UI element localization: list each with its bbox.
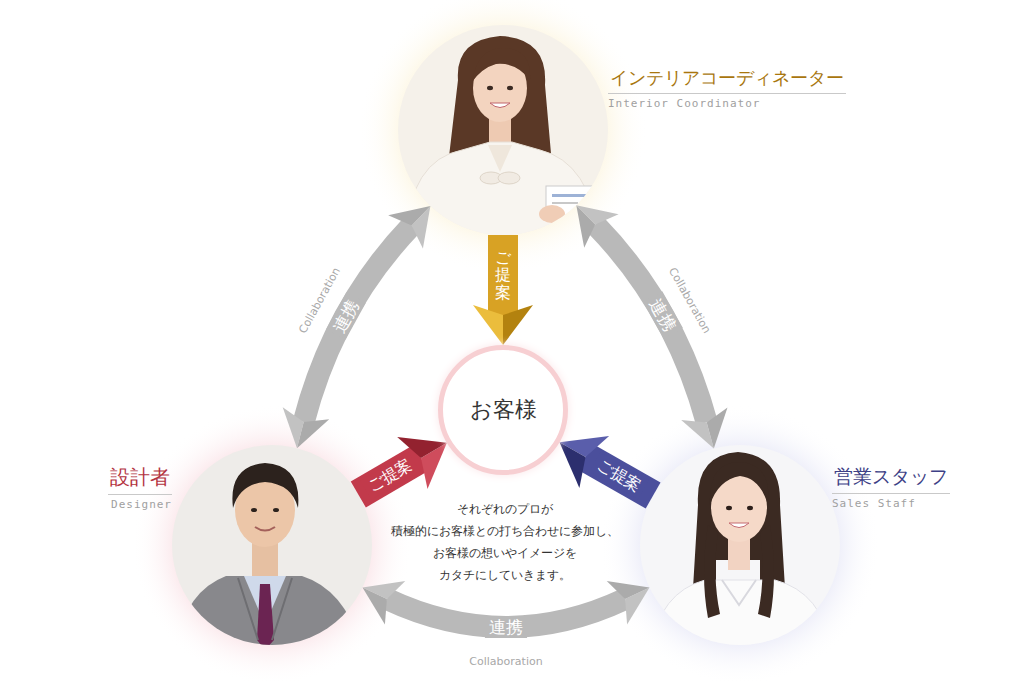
arrow-head	[473, 305, 503, 345]
shirt	[650, 580, 832, 650]
suit	[176, 576, 362, 650]
blouse	[405, 142, 600, 240]
collaboration-caption: Collaboration	[469, 655, 542, 668]
arrow-head	[560, 442, 586, 488]
arrow-head	[607, 581, 650, 599]
coordinator-circle: インテリアコーディネーターInterior Coordinator	[398, 25, 608, 235]
edge-label: 連携	[643, 291, 683, 338]
node-subheading: Sales Staff	[832, 497, 950, 510]
eye	[273, 508, 279, 512]
fringe	[710, 462, 769, 505]
hair	[232, 463, 298, 508]
node-subheading: Designer	[108, 498, 172, 511]
edge-label: 連携	[326, 292, 366, 339]
sales-circle: 営業スタッフSales Staff	[640, 445, 840, 645]
collar	[722, 580, 756, 605]
node-heading-group: インテリアコーディネーター Interior Coordinator	[608, 66, 846, 110]
edge-label: ご提案	[491, 246, 515, 305]
arrow-head	[503, 305, 533, 345]
connector	[576, 205, 727, 448]
node-heading-group: 設計者 Designer	[108, 464, 172, 511]
connector	[283, 206, 431, 448]
arrow-head	[297, 419, 329, 448]
connector	[473, 235, 533, 345]
bow	[498, 172, 520, 184]
description-text: それぞれのプロが 積極的にお客様との打ち合わせに参加し、 お客様の想いやイメージ…	[391, 498, 619, 586]
hair	[758, 525, 774, 618]
node-heading-group: 営業スタッフ Sales Staff	[832, 464, 950, 510]
node-subheading: Interior Coordinator	[608, 97, 846, 110]
card-line	[552, 202, 578, 204]
arrow-head	[363, 588, 387, 625]
collaboration-arrow	[595, 225, 707, 423]
edge-label: ご提案	[360, 453, 419, 500]
eye	[487, 86, 493, 90]
node-label: お客様	[470, 395, 537, 425]
eye	[747, 506, 753, 510]
tie	[257, 584, 274, 650]
node-heading: インテリアコーディネーター	[608, 66, 846, 94]
sales-photo	[640, 445, 840, 650]
collar	[488, 145, 512, 172]
designer-photo	[172, 445, 372, 650]
card-line	[552, 194, 586, 197]
smile	[255, 527, 275, 531]
arrow-head	[707, 408, 728, 449]
lapel	[238, 578, 292, 640]
smile	[729, 523, 749, 528]
glow	[132, 405, 412, 685]
eye	[251, 508, 257, 512]
fringe	[472, 48, 530, 82]
hand	[539, 205, 565, 223]
hair	[704, 525, 720, 618]
glow	[600, 405, 880, 685]
edge-label: ご提案	[590, 453, 650, 500]
eye	[726, 506, 732, 510]
customer-circle: お客様	[438, 345, 568, 475]
node-heading: 営業スタッフ	[832, 464, 950, 494]
arrow-head	[576, 205, 595, 248]
designer-circle: 設計者Designer	[172, 445, 372, 645]
eye	[507, 86, 513, 90]
edge-label: 連携	[485, 616, 527, 638]
proposal-arrow	[488, 235, 518, 315]
collaboration-arrow	[304, 225, 412, 422]
node-heading: 設計者	[108, 464, 172, 495]
smile	[490, 103, 510, 108]
arrow-head	[388, 206, 430, 226]
